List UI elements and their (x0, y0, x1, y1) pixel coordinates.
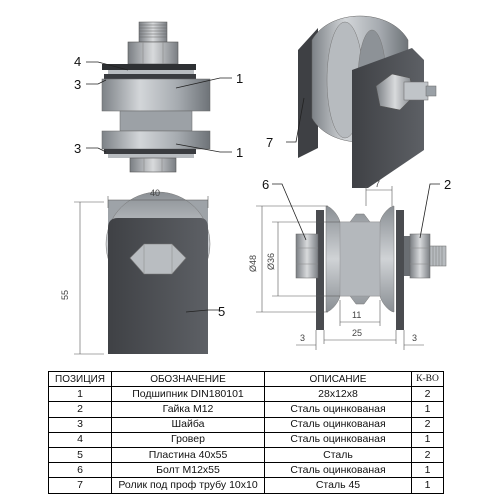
cell-position: 7 (48, 477, 112, 494)
callout-1-bottom: 1 (236, 145, 243, 160)
cell-position: 6 (48, 462, 112, 479)
header-position: ПОЗИЦИЯ (48, 370, 112, 388)
section-view (295, 205, 447, 330)
front-view (105, 191, 211, 354)
callout-6: 6 (262, 177, 269, 192)
dim-55: 55 (60, 290, 70, 300)
callout-2: 2 (444, 177, 451, 192)
assembly-drawing: 4 3 1 3 1 7 40 55 5 (60, 15, 451, 355)
callout-5: 5 (218, 304, 225, 319)
dim-dia-48: Ø48 (248, 255, 258, 272)
table-row: 1 Подшипник DIN180101 28x12x8 2 (48, 386, 444, 403)
cell-designation: Пластина 40x55 (111, 446, 265, 464)
cell-description: 28x12x8 (264, 386, 412, 403)
cell-description: Сталь оцинкованая (264, 462, 412, 479)
table-header-row: ПОЗИЦИЯ ОБОЗНАЧЕНИЕ ОПИСАНИЕ К-ВО (48, 370, 444, 388)
cell-quantity: 1 (411, 401, 444, 418)
specification-table: ПОЗИЦИЯ ОБОЗНАЧЕНИЕ ОПИСАНИЕ К-ВО 1 Подш… (48, 370, 444, 494)
cell-description: Сталь оцинкованая (264, 416, 412, 433)
cell-description: Сталь 45 (264, 477, 412, 494)
table-row: 7 Ролик под проф трубу 10x10 Сталь 45 1 (48, 477, 444, 494)
dim-7: 7 (375, 179, 380, 189)
cell-position: 5 (48, 446, 112, 464)
table-row: 5 Пластина 40x55 Сталь 2 (48, 446, 444, 464)
cell-quantity: 2 (411, 386, 444, 403)
dim-40: 40 (150, 188, 160, 198)
isometric-view (298, 15, 437, 188)
top-left-view (101, 21, 211, 173)
callout-1-top: 1 (236, 71, 243, 86)
table-row: 4 Гровер Сталь оцинкованая 1 (48, 431, 444, 448)
callout-3-top: 3 (74, 77, 81, 92)
dim-dia-36: Ø36 (266, 253, 276, 270)
cell-designation: Болт М12x55 (111, 462, 265, 479)
header-description: ОПИСАНИЕ (264, 370, 412, 388)
dim-3-left: 3 (300, 333, 305, 343)
cell-position: 4 (48, 431, 112, 448)
table-row: 6 Болт М12x55 Сталь оцинкованая 1 (48, 462, 444, 479)
table-row: 2 Гайка М12 Сталь оцинкованая 1 (48, 401, 444, 418)
cell-quantity: 1 (411, 431, 444, 448)
cell-position: 3 (48, 416, 112, 433)
cell-designation: Шайба (111, 416, 265, 433)
callout-3-bottom: 3 (74, 141, 81, 156)
cell-position: 1 (48, 386, 112, 403)
header-designation: ОБОЗНАЧЕНИЕ (111, 370, 265, 388)
cell-designation: Ролик под проф трубу 10x10 (111, 477, 265, 494)
callout-7: 7 (266, 135, 273, 150)
table-row: 3 Шайба Сталь оцинкованая 2 (48, 416, 444, 433)
cell-description: Сталь оцинкованая (264, 431, 412, 448)
callout-4: 4 (74, 54, 81, 69)
cell-designation: Подшипник DIN180101 (111, 386, 265, 403)
cell-position: 2 (48, 401, 112, 418)
cell-description: Сталь (264, 446, 412, 464)
dim-3-right: 3 (412, 333, 417, 343)
cell-description: Сталь оцинкованая (264, 401, 412, 418)
cell-quantity: 2 (411, 446, 444, 464)
cell-quantity: 1 (411, 462, 444, 479)
cell-designation: Гайка М12 (111, 401, 265, 418)
cell-quantity: 2 (411, 416, 444, 433)
dim-11: 11 (352, 310, 361, 320)
cell-quantity: 1 (411, 477, 444, 494)
header-quantity: К-ВО (411, 370, 444, 388)
cell-designation: Гровер (111, 431, 265, 448)
dim-25: 25 (352, 328, 362, 338)
